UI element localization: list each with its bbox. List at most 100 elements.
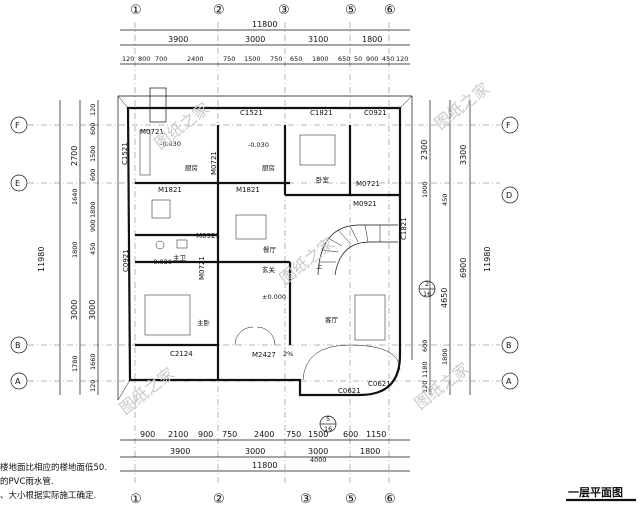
dim-bot-bay-2: 3000 xyxy=(245,447,265,456)
dim-top-d2: 800 xyxy=(138,55,150,63)
flue-box xyxy=(149,87,167,123)
tag-m0721-c: M0721 xyxy=(356,180,380,188)
dim-bot-total: 11800 xyxy=(252,461,277,470)
dim-top-total: 11800 xyxy=(252,20,277,29)
tag-m2427: M2427 xyxy=(252,351,276,359)
tag-m1821-a: M1821 xyxy=(158,186,182,194)
tag-c1521-top: C1521 xyxy=(240,109,263,117)
watermarks: 图纸之家 图纸之家 图纸之家 图纸之家 图纸之家 xyxy=(116,79,493,418)
tag-c0621-b: C0621 xyxy=(368,380,391,388)
dim-left-14: 1780 xyxy=(71,355,79,372)
dim-top-d1: 120 xyxy=(122,55,134,63)
dim-right-7: 600 xyxy=(421,340,429,352)
grid-row-F-left: F xyxy=(15,121,20,130)
dim-right-6: 4650 xyxy=(440,288,449,308)
grid-row-D-right: D xyxy=(506,191,512,200)
dim-top-d3: 700 xyxy=(155,55,167,63)
dining-table-main xyxy=(235,214,267,240)
note-2: 的PVC雨水管. xyxy=(0,476,54,487)
grid-row-E-left: E xyxy=(15,179,20,188)
dim-left-9: 450 xyxy=(89,243,97,255)
dim-left-6: 1640 xyxy=(71,188,79,205)
tag-elev-kitchen: -0.030 xyxy=(160,140,181,148)
room-living: 客厅 xyxy=(325,315,339,324)
watermark-4: 图纸之家 xyxy=(116,364,178,418)
grid-row-B-right: B xyxy=(506,341,512,350)
dim-bot-d3: 900 xyxy=(198,430,213,439)
section-den: 16 xyxy=(324,425,332,433)
dim-left-total: 11980 xyxy=(37,247,46,272)
tag-c2124: C2124 xyxy=(170,350,193,358)
dim-bot-d7: 1500 xyxy=(308,430,328,439)
top-dimensions: 11800 3900 3000 3100 1800 120 800 700 24… xyxy=(120,20,410,65)
dim-top-d13: 450 xyxy=(382,55,394,63)
kitchen-counter xyxy=(139,129,151,176)
tag-elev-0: ±0.000 xyxy=(262,293,286,301)
dim-left-5: 2700 xyxy=(70,146,79,166)
left-dimensions: 11980 120 600 1500 600 2700 1640 1800 90… xyxy=(37,100,99,395)
room-bathroom: 主卫 xyxy=(173,253,187,262)
sink xyxy=(176,239,188,249)
grid-col-1-bottom: ① xyxy=(130,492,142,507)
note-1: 楼地面比相应的楼地面低50. xyxy=(0,462,107,473)
dim-right-4: 450 xyxy=(441,194,449,206)
grid-row-A-right: A xyxy=(506,377,512,386)
dim-top-d12: 900 xyxy=(366,55,378,63)
section-marker-bottom: 5 16 xyxy=(319,415,337,433)
dim-right-total: 11980 xyxy=(483,247,492,272)
dim-bot-d9: 1150 xyxy=(366,430,386,439)
dim-right-10: 120 xyxy=(421,381,429,393)
bay-window xyxy=(302,344,401,381)
dim-bot-bay-4: 1800 xyxy=(360,447,380,456)
exterior-walls xyxy=(117,95,413,401)
dim-bot-bay-3: 3000 xyxy=(308,447,328,456)
tag-c1821: C1821 xyxy=(310,109,333,117)
dim-bot-d6: 750 xyxy=(286,430,301,439)
dim-right-3: 1000 xyxy=(421,181,429,198)
dim-top-bay-3: 3100 xyxy=(308,35,328,44)
dim-bot-d5: 2400 xyxy=(254,430,274,439)
dim-top-d14: 120 xyxy=(396,55,408,63)
tag-slope: 2% xyxy=(283,350,293,358)
dim-left-13: 1660 xyxy=(89,353,97,370)
tag-c0921: C0921 xyxy=(364,109,387,117)
tag-m0921-b: M0921 xyxy=(353,200,377,208)
dim-left-4: 600 xyxy=(89,169,97,181)
dim-bot-d4: 750 xyxy=(222,430,237,439)
dim-top-d6: 1500 xyxy=(244,55,261,63)
dim-right-2: 3300 xyxy=(459,145,468,165)
dim-left-10: 1800 xyxy=(71,241,79,258)
dim-top-bay-1: 3900 xyxy=(168,35,188,44)
section-num: 5 xyxy=(326,415,330,423)
dim-top-bay-2: 3000 xyxy=(245,35,265,44)
room-toilet-kitchen: 厨房 xyxy=(262,163,275,172)
opening-tags: C1521 C1821 C0921 C1521 M0721 M0721 M072… xyxy=(121,109,408,395)
notes: 楼地面比相应的楼地面低50. 的PVC雨水管. 、大小根据实际施工确定. xyxy=(0,462,107,501)
dim-top-d10: 650 xyxy=(338,55,350,63)
grid-col-5-top: ⑤ xyxy=(345,3,357,18)
room-entry: 玄关 xyxy=(262,265,276,274)
grid-row-A-left: A xyxy=(15,377,21,386)
dim-top-d9: 1800 xyxy=(312,55,329,63)
tag-c0921-left: C0921 xyxy=(122,249,130,272)
grid-col-3-top: ③ xyxy=(278,3,290,18)
dim-right-1: 2300 xyxy=(420,140,429,160)
dim-right-5: 6900 xyxy=(459,258,468,278)
right-dimensions: 11980 2300 3300 1000 450 6900 4650 600 1… xyxy=(420,100,492,395)
tag-m0921-a: M0921 xyxy=(196,232,220,240)
grid-col-2-bottom: ② xyxy=(213,492,225,507)
dim-top-d11: 50 xyxy=(354,55,362,63)
note-3: 、大小根据实际施工确定. xyxy=(0,490,96,501)
dim-left-3: 1500 xyxy=(89,145,97,162)
drawing-title: 一层平面图 xyxy=(568,486,623,499)
dim-top-bay-4: 1800 xyxy=(362,35,382,44)
dim-left-8: 900 xyxy=(89,220,97,232)
dim-bot-d1: 900 xyxy=(140,430,155,439)
dim-bot-d8: 600 xyxy=(343,430,358,439)
dim-left-1: 120 xyxy=(89,104,97,116)
dim-left-12: 3000 xyxy=(70,300,79,320)
room-master: 主卧 xyxy=(197,318,211,327)
dim-left-7: 1800 xyxy=(89,201,97,218)
toilet xyxy=(155,240,165,250)
